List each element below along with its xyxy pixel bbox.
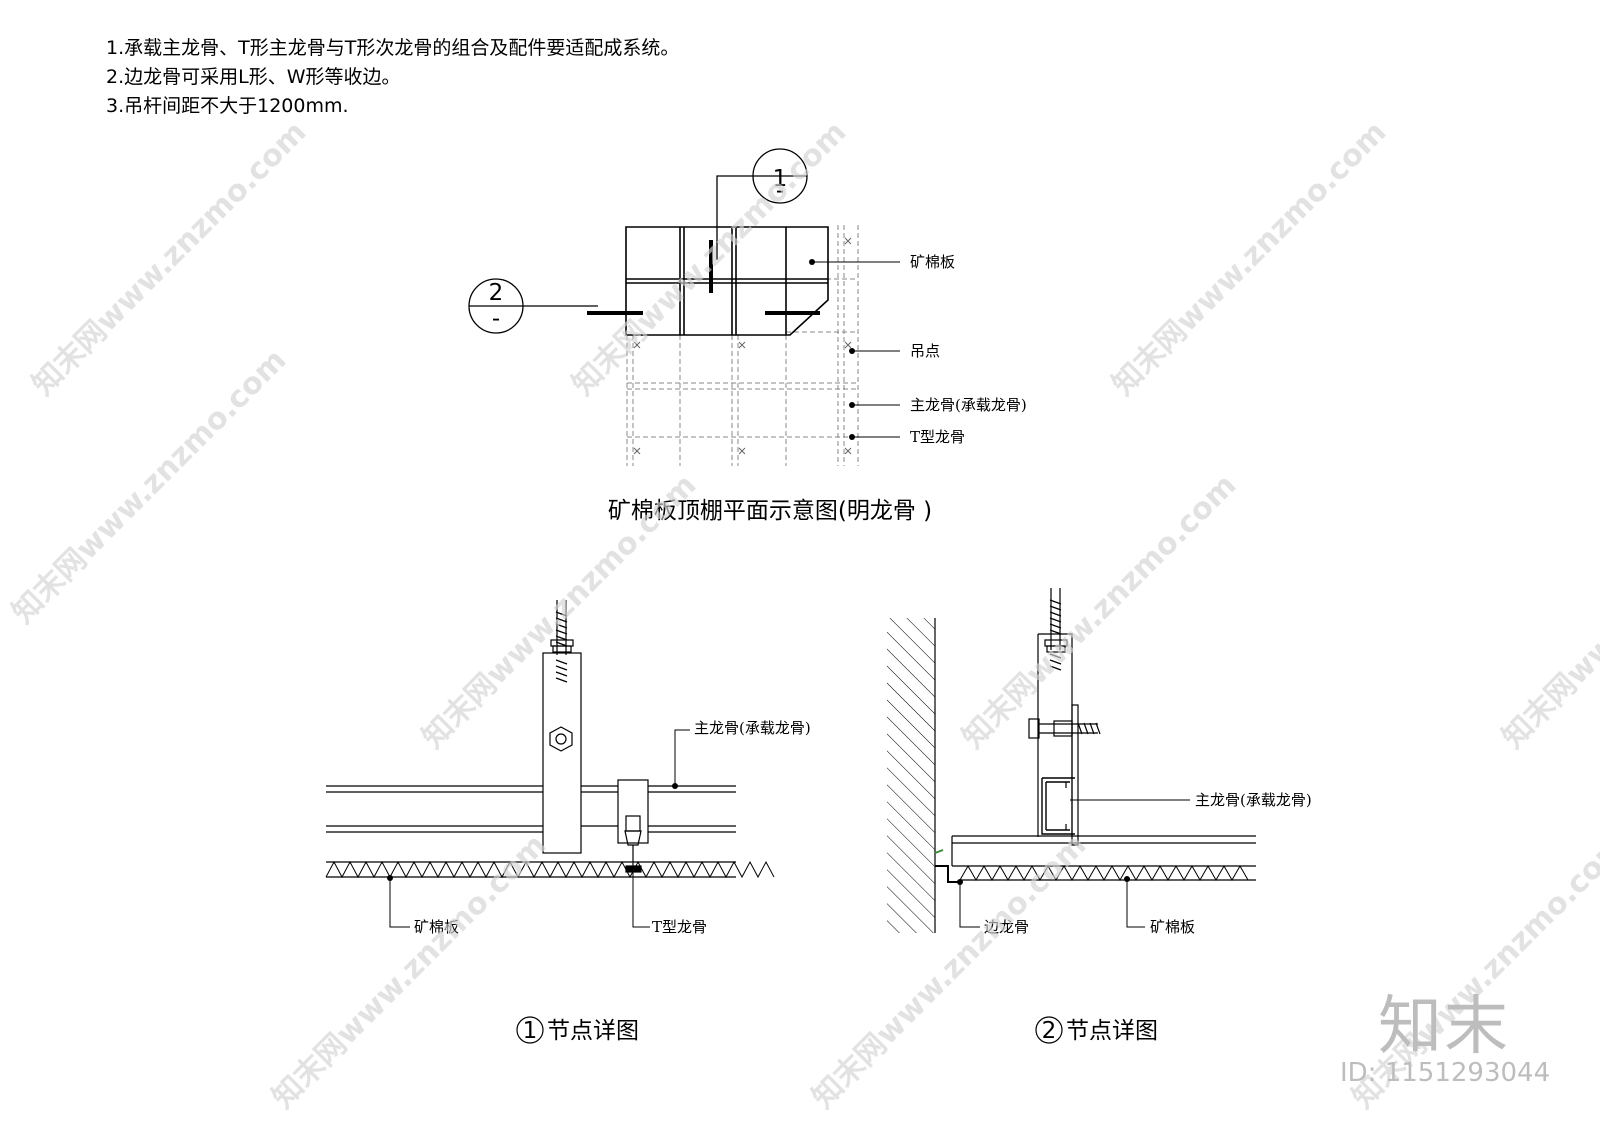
- brand-logo: 知末: [1378, 990, 1510, 1064]
- horizontal-bolt: [1028, 718, 1101, 739]
- dashed-keel-grid: [626, 225, 859, 466]
- mineral-board-1: [325, 860, 775, 879]
- d1-label-board: 矿棉板: [414, 918, 459, 936]
- plan-label-t-keel: T型龙骨: [910, 428, 965, 446]
- plan-leaders: [812, 261, 900, 438]
- detail-2-leaders: [959, 799, 1190, 928]
- plan-view: [468, 148, 900, 466]
- board-grid: [625, 226, 829, 336]
- leader-dots: [809, 259, 855, 440]
- hanger-bracket: [542, 652, 582, 854]
- wall-hatch: [887, 618, 935, 933]
- d1-label-main-keel: 主龙骨(承载龙骨): [694, 719, 811, 737]
- t-keel-clip: [617, 779, 649, 873]
- callout-2-number: 2: [489, 280, 504, 306]
- hex-bolt: [549, 726, 573, 752]
- d2-title-number: 2: [1042, 1018, 1057, 1044]
- note-3: 3.吊杆间距不大于1200mm.: [106, 95, 349, 117]
- callout-1: [716, 148, 808, 260]
- plan-label-hanger: 吊点: [910, 342, 940, 360]
- detail-2: [887, 588, 1256, 933]
- main-keel-profile: [326, 785, 736, 833]
- note-1: 1.承载主龙骨、T形主龙骨与T形次龙骨的组合及配件要适配成系统。: [106, 37, 680, 59]
- d2-title: 节点详图: [1066, 1018, 1158, 1044]
- detail-1: [325, 600, 775, 928]
- callout-2-sub: -: [492, 306, 500, 332]
- detail-2-title: 2 节点详图: [1035, 1016, 1158, 1044]
- main-keel-c-section: [1041, 777, 1075, 835]
- d2-label-main-keel: 主龙骨(承载龙骨): [1195, 791, 1312, 809]
- d1-label-t-keel: T型龙骨: [652, 918, 707, 936]
- d2-label-edge-keel: 边龙骨: [984, 918, 1029, 936]
- notes-block: 1.承载主龙骨、T形主龙骨与T形次龙骨的组合及配件要适配成系统。 2.边龙骨可采…: [106, 34, 679, 121]
- hanger-rod: [550, 600, 574, 683]
- plan-title: 矿棉板顶棚平面示意图(明龙骨 ): [608, 498, 932, 524]
- d2-label-board: 矿棉板: [1150, 918, 1195, 936]
- callout-1-number: 1: [773, 166, 788, 192]
- hanger-rod-2: [1044, 588, 1068, 671]
- detail-1-leaders: [389, 729, 690, 928]
- callout-2: [468, 278, 598, 334]
- edge-keel: [935, 865, 962, 883]
- detail-1-title: 1 节点详图: [516, 1016, 639, 1044]
- plan-label-main-keel: 主龙骨(承载龙骨): [910, 396, 1027, 414]
- hanger-points: [633, 237, 852, 455]
- d1-title: 节点详图: [547, 1018, 639, 1044]
- mineral-board-2: [951, 835, 1256, 882]
- section-cut-marks: [587, 240, 820, 315]
- plan-label-board: 矿棉板: [910, 253, 955, 271]
- document-id: ID: 1151293044: [1340, 1058, 1551, 1088]
- note-2: 2.边龙骨可采用L形、W形等收边。: [106, 66, 401, 88]
- d1-title-number: 1: [523, 1018, 538, 1044]
- callout-1-sub: -: [776, 178, 784, 204]
